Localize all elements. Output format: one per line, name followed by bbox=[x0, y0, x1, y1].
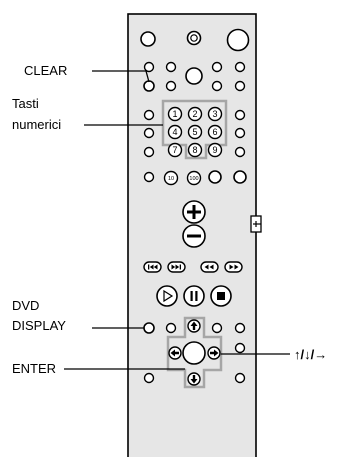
svg-text:5: 5 bbox=[192, 127, 197, 137]
small-button[interactable] bbox=[234, 109, 246, 121]
fast-forward-icon bbox=[229, 264, 239, 270]
play-button[interactable] bbox=[156, 285, 178, 307]
number-key-8[interactable]: 8 bbox=[187, 142, 203, 158]
number-key-6[interactable]: 6 bbox=[207, 124, 223, 140]
volume-minus-button[interactable] bbox=[182, 224, 206, 248]
label-clear: CLEAR bbox=[24, 63, 68, 78]
plus-icon bbox=[187, 205, 201, 219]
arrow-down-button[interactable] bbox=[187, 372, 201, 386]
skip-next-button[interactable] bbox=[167, 261, 186, 273]
svg-text:3: 3 bbox=[212, 109, 217, 119]
clear-button[interactable] bbox=[143, 80, 155, 92]
small-button[interactable] bbox=[234, 80, 246, 92]
arrow-left-icon bbox=[170, 349, 179, 357]
svg-text:7: 7 bbox=[172, 145, 177, 155]
key-100[interactable]: 100 bbox=[186, 170, 202, 186]
small-button[interactable] bbox=[143, 127, 155, 139]
svg-text:4: 4 bbox=[172, 127, 177, 137]
dvd-display-button[interactable] bbox=[143, 322, 155, 334]
stop-icon bbox=[217, 292, 225, 300]
label-number-keys-line1: Tasti bbox=[12, 96, 39, 111]
rewind-button[interactable] bbox=[200, 261, 219, 273]
key-10[interactable]: 10 bbox=[163, 170, 179, 186]
svg-text:9: 9 bbox=[212, 145, 217, 155]
skip-previous-icon bbox=[148, 264, 158, 270]
enter-button[interactable] bbox=[182, 341, 206, 365]
stop-button[interactable] bbox=[210, 285, 232, 307]
skip-previous-button[interactable] bbox=[143, 261, 162, 273]
pause-button[interactable] bbox=[183, 285, 205, 307]
round-button[interactable] bbox=[233, 170, 247, 184]
svg-text:100: 100 bbox=[189, 176, 198, 182]
small-button[interactable] bbox=[143, 146, 155, 158]
arrow-right-icon bbox=[210, 349, 219, 357]
open-close-button[interactable] bbox=[186, 30, 202, 46]
label-arrow-keys: ↑/↓/→ bbox=[294, 347, 328, 362]
pause-icon bbox=[190, 291, 198, 301]
rewind-icon bbox=[204, 264, 214, 270]
small-button[interactable] bbox=[234, 342, 246, 354]
svg-text:1: 1 bbox=[172, 109, 177, 119]
label-enter: ENTER bbox=[12, 361, 57, 376]
center-round-button[interactable] bbox=[185, 67, 203, 85]
small-button[interactable] bbox=[165, 322, 177, 334]
arrow-keys-frame bbox=[166, 316, 223, 389]
label-dvd-display-line2: DISPLAY bbox=[12, 318, 66, 333]
small-button[interactable] bbox=[165, 61, 177, 73]
arrow-up-button[interactable] bbox=[187, 319, 201, 333]
leader-line-clear-tip bbox=[145, 70, 150, 83]
label-number-keys-line2: numerici bbox=[12, 117, 62, 132]
small-button[interactable] bbox=[143, 372, 155, 384]
play-icon bbox=[163, 289, 174, 303]
number-key-9[interactable]: 9 bbox=[207, 142, 223, 158]
small-button[interactable] bbox=[234, 61, 246, 73]
svg-text:6: 6 bbox=[212, 127, 217, 137]
skip-next-icon bbox=[171, 264, 181, 270]
arrow-left-button[interactable] bbox=[168, 346, 182, 360]
svg-text:2: 2 bbox=[192, 109, 197, 119]
number-key-3[interactable]: 3 bbox=[207, 106, 223, 122]
small-button[interactable] bbox=[211, 61, 223, 73]
label-dvd-display-line1: DVD bbox=[12, 298, 40, 313]
small-button[interactable] bbox=[211, 80, 223, 92]
small-button[interactable] bbox=[165, 80, 177, 92]
number-key-4[interactable]: 4 bbox=[167, 124, 183, 140]
number-key-5[interactable]: 5 bbox=[187, 124, 203, 140]
small-button[interactable] bbox=[234, 322, 246, 334]
arrow-up-icon bbox=[190, 321, 198, 330]
small-button[interactable] bbox=[234, 127, 246, 139]
volume-plus-button[interactable] bbox=[182, 200, 206, 224]
arrow-right-button[interactable] bbox=[207, 346, 221, 360]
fast-forward-button[interactable] bbox=[224, 261, 243, 273]
round-button[interactable] bbox=[208, 170, 222, 184]
small-button[interactable] bbox=[143, 61, 155, 73]
number-key-2[interactable]: 2 bbox=[187, 106, 203, 122]
svg-text:10: 10 bbox=[168, 176, 174, 182]
large-top-right-button[interactable] bbox=[226, 28, 250, 52]
small-button[interactable] bbox=[234, 372, 246, 384]
small-button[interactable] bbox=[234, 146, 246, 158]
small-button[interactable] bbox=[143, 109, 155, 121]
arrow-down-icon bbox=[190, 375, 198, 384]
power-button[interactable] bbox=[140, 31, 156, 47]
side-switch[interactable] bbox=[250, 215, 262, 233]
small-button[interactable] bbox=[211, 322, 223, 334]
small-button[interactable] bbox=[143, 171, 155, 183]
number-key-1[interactable]: 1 bbox=[167, 106, 183, 122]
svg-text:8: 8 bbox=[192, 145, 197, 155]
number-key-7[interactable]: 7 bbox=[167, 142, 183, 158]
